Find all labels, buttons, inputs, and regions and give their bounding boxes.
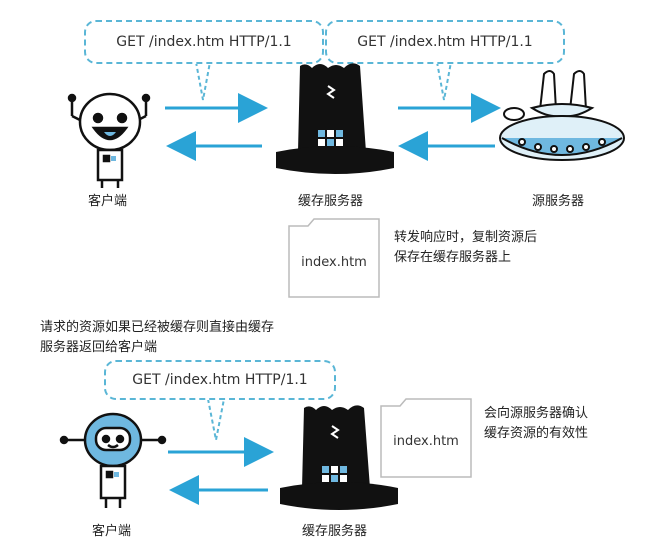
top-hat-cache-server-icon [280, 405, 398, 510]
bubble-tail-top-right [436, 61, 452, 101]
bubble-tail-bottom [207, 398, 225, 441]
note-top-line2: 保存在缓存服务器上 [394, 250, 512, 265]
ufo-origin-server-icon [499, 70, 625, 161]
request-bubble-bottom: GET /index.htm HTTP/1.1 [104, 360, 336, 400]
origin-label: 源服务器 [532, 194, 585, 209]
note-top-line1: 转发响应时，复制资源后 [394, 230, 538, 245]
document-bottom: index.htm [380, 398, 472, 478]
request-bubble-top-left: GET /index.htm HTTP/1.1 [84, 20, 324, 64]
request-bubble-top-right: GET /index.htm HTTP/1.1 [325, 20, 565, 64]
robot-client-icon [59, 412, 167, 508]
cache-label-top: 缓存服务器 [298, 194, 364, 209]
document-icon [288, 218, 380, 298]
note-bottom-line2: 缓存资源的有效性 [484, 426, 589, 441]
note-top: 转发响应时，复制资源后 保存在缓存服务器上 [394, 228, 537, 268]
note-bottom-line1: 会向源服务器确认 [484, 406, 589, 421]
client-label-bottom: 客户端 [92, 524, 132, 539]
request-text: GET /index.htm HTTP/1.1 [357, 34, 533, 50]
document-icon [380, 398, 472, 478]
request-text: GET /index.htm HTTP/1.1 [116, 34, 292, 50]
bottom-intro-line1: 请求的资源如果已经被缓存则直接由缓存 [40, 320, 275, 335]
cache-label-bottom: 缓存服务器 [302, 524, 368, 539]
client-label-top: 客户端 [88, 194, 128, 209]
top-hat-cache-server-icon [276, 63, 394, 174]
bottom-intro-line2: 服务器返回给客户端 [40, 340, 158, 355]
bottom-intro: 请求的资源如果已经被缓存则直接由缓存 服务器返回给客户端 [40, 318, 274, 358]
document-name: index.htm [301, 254, 367, 270]
document-name: index.htm [393, 433, 459, 449]
note-bottom: 会向源服务器确认 缓存资源的有效性 [484, 404, 588, 444]
request-text: GET /index.htm HTTP/1.1 [132, 372, 308, 388]
document-top: index.htm [288, 218, 380, 298]
bubble-tail-top-left [195, 61, 211, 101]
robot-client-icon [67, 92, 151, 188]
